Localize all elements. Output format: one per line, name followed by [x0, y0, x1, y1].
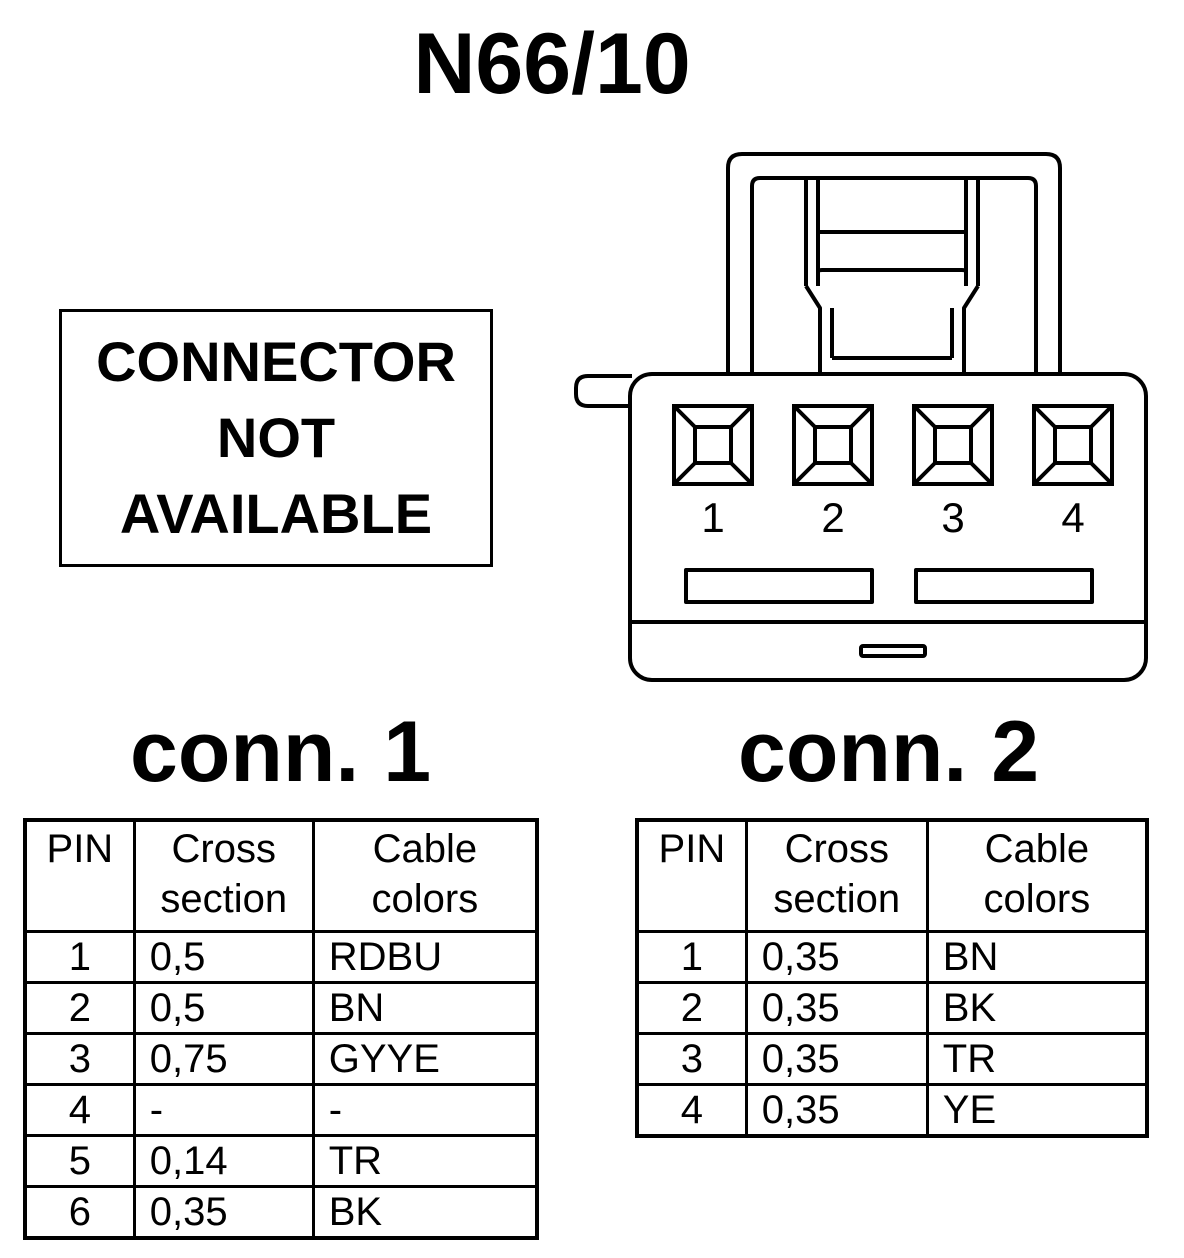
- page-title: N66/10: [413, 16, 691, 112]
- table-row: 2 0,35 BK: [635, 981, 1149, 1035]
- cable-color-cell: BN: [925, 930, 1149, 984]
- not-available-line: AVAILABLE: [119, 482, 433, 545]
- cable-color-cell: BK: [311, 1185, 539, 1240]
- table-row: 1 0,5 RDBU: [23, 930, 539, 984]
- connector-not-available-box: CONNECTOR NOT AVAILABLE: [59, 309, 493, 567]
- pin-cavity: [672, 404, 754, 486]
- header-cable-line: Cable: [372, 827, 478, 871]
- cross-section-cell: 0,35: [132, 1185, 315, 1240]
- housing-slot: [859, 644, 927, 658]
- header-pin: PIN: [23, 818, 136, 933]
- cable-color-cell: TR: [311, 1134, 539, 1188]
- cable-color-cell: BN: [311, 981, 539, 1035]
- header-cross-section: Cross section: [132, 818, 315, 933]
- pin-number-label: 4: [1061, 494, 1084, 541]
- conn1-pin-table: PIN Cross section Cable colors 1 0,5 RDB…: [23, 818, 539, 1240]
- pin-cell: 3: [23, 1032, 136, 1086]
- lower-cavity: [914, 568, 1094, 604]
- header-pin: PIN: [635, 818, 748, 933]
- cross-section-cell: 0,35: [744, 930, 929, 984]
- cross-section-cell: -: [132, 1083, 315, 1137]
- cable-color-cell: -: [311, 1083, 539, 1137]
- pin-cell: 1: [23, 930, 136, 984]
- header-cross-section: Cross section: [744, 818, 929, 933]
- conn2-label: conn. 2: [738, 704, 1040, 800]
- pin-number-label: 3: [941, 494, 964, 541]
- table-row: 4 0,35 YE: [635, 1083, 1149, 1138]
- cross-section-cell: 0,5: [132, 981, 315, 1035]
- latch-tongue-inner: [830, 308, 954, 360]
- table-row: 3 0,35 TR: [635, 1032, 1149, 1086]
- cable-color-cell: TR: [925, 1032, 1149, 1086]
- table-row: 3 0,75 GYYE: [23, 1032, 539, 1086]
- not-available-line: NOT: [216, 406, 336, 469]
- latch-inner: [750, 176, 1038, 376]
- latch-tongue: [804, 284, 980, 376]
- lower-cavity: [684, 568, 874, 604]
- pin-cell: 2: [23, 981, 136, 1035]
- not-available-line: CONNECTOR: [96, 330, 456, 393]
- table-row: 4 - -: [23, 1083, 539, 1137]
- cross-section-cell: 0,35: [744, 981, 929, 1035]
- header-cross-line: Cross: [171, 827, 276, 871]
- cross-section-cell: 0,75: [132, 1032, 315, 1086]
- table-row: 1 0,35 BN: [635, 930, 1149, 984]
- pin-number-label: 2: [821, 494, 844, 541]
- pin-cell: 6: [23, 1185, 136, 1240]
- pin-cell: 5: [23, 1134, 136, 1188]
- header-cable-colors: Cable colors: [925, 818, 1149, 933]
- table-row: 5 0,14 TR: [23, 1134, 539, 1188]
- header-cross-line: section: [773, 877, 901, 921]
- cable-color-cell: RDBU: [311, 930, 539, 984]
- table-header-row: PIN Cross section Cable colors: [635, 818, 1149, 933]
- header-cable-line: colors: [371, 877, 479, 921]
- latch-tongue-head: [816, 268, 968, 286]
- pin-cell: 4: [635, 1083, 748, 1138]
- header-cable-line: colors: [983, 877, 1091, 921]
- pin-cell: 1: [635, 930, 748, 984]
- pin-cavity: [1032, 404, 1114, 486]
- connector-diagram: 1 2 3 4: [574, 152, 1148, 682]
- pin-cell: 3: [635, 1032, 748, 1086]
- latch-outer: [726, 152, 1062, 376]
- conn1-label: conn. 1: [130, 704, 432, 800]
- header-cross-line: section: [160, 877, 288, 921]
- cross-section-cell: 0,35: [744, 1083, 929, 1138]
- table-row: 2 0,5 BN: [23, 981, 539, 1035]
- pin-cavity: [792, 404, 874, 486]
- cable-color-cell: GYYE: [311, 1032, 539, 1086]
- cross-section-cell: 0,14: [132, 1134, 315, 1188]
- conn2-pin-table: PIN Cross section Cable colors 1 0,35 BN…: [635, 818, 1149, 1138]
- side-tab: [574, 374, 632, 408]
- header-cross-line: Cross: [784, 827, 890, 871]
- pin-number-label: 1: [701, 494, 724, 541]
- pin-cavity: [912, 404, 994, 486]
- header-cable-line: Cable: [984, 827, 1090, 871]
- cross-section-cell: 0,35: [744, 1032, 929, 1086]
- table-row: 6 0,35 BK: [23, 1185, 539, 1240]
- cable-color-cell: BK: [925, 981, 1149, 1035]
- cable-color-cell: YE: [925, 1083, 1149, 1138]
- table-header-row: PIN Cross section Cable colors: [23, 818, 539, 933]
- pin-cell: 2: [635, 981, 748, 1035]
- header-cable-colors: Cable colors: [311, 818, 539, 933]
- pin-cell: 4: [23, 1083, 136, 1137]
- cross-section-cell: 0,5: [132, 930, 315, 984]
